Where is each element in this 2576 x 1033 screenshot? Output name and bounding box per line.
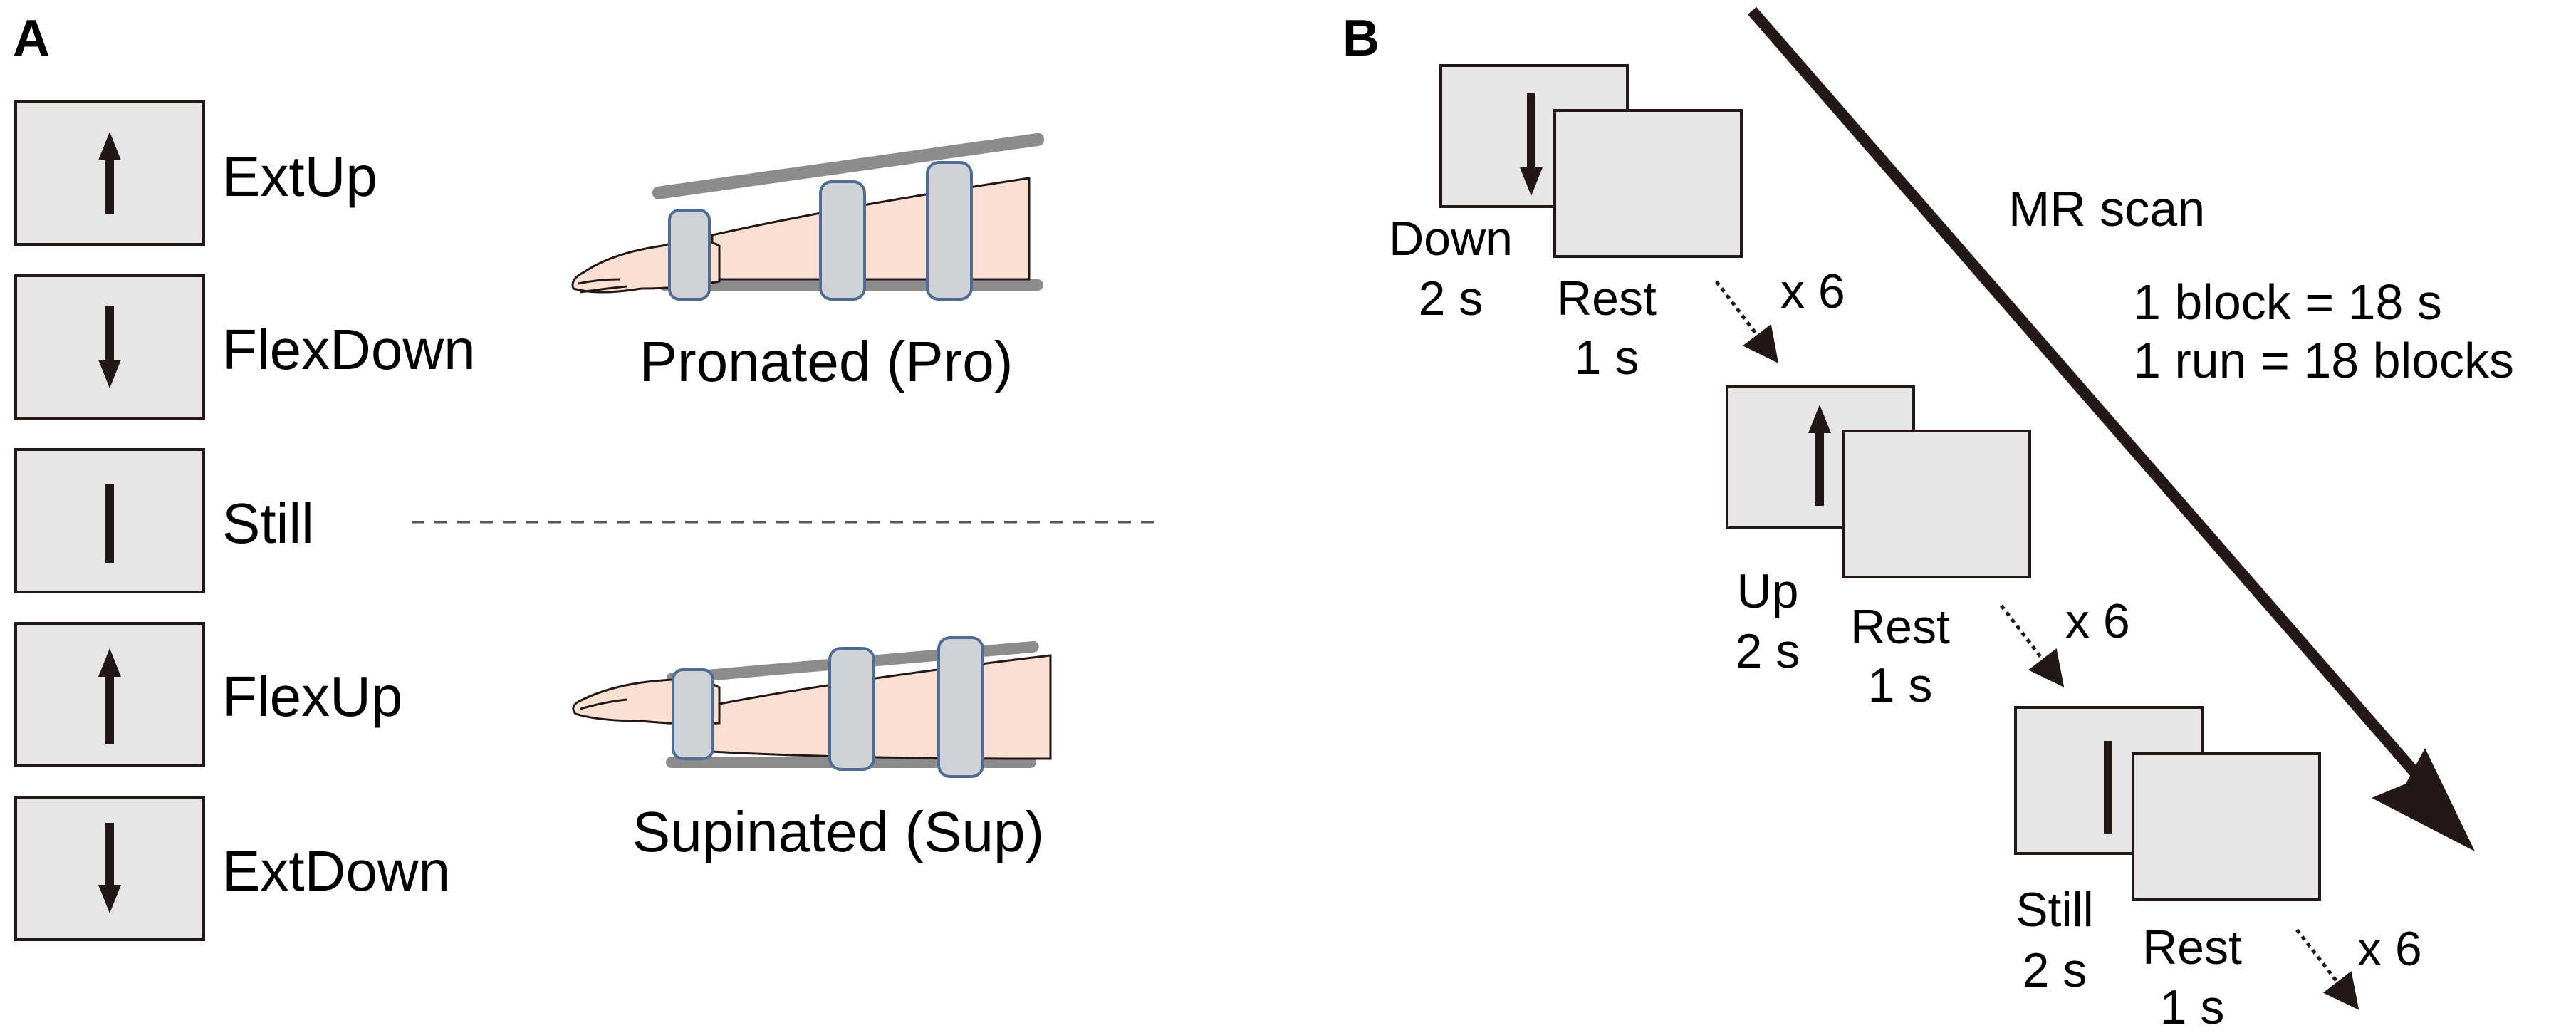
mr-scan-arrow [1747,6,2475,851]
task-duration: 2 s [1419,271,1483,326]
wrist-strap [672,668,714,760]
mr-scan-label: MR scan [2008,181,2205,237]
task-label: Still [2016,883,2094,937]
task-label: Down [1389,212,1513,266]
condition-extup: ExtUp [14,100,377,246]
rest-screen [1553,109,1743,258]
forearm-strap [828,647,875,771]
trial-step-still: Still 2 s Rest 1 s x 6 [2014,706,2422,1033]
panel-a-letter: A [13,10,50,67]
splint-rod [652,133,1045,199]
rest-duration: 1 s [1575,331,1639,385]
rest-duration: 1 s [2160,980,2225,1033]
condition-label: Still [222,492,314,555]
panel-b-letter: B [1342,10,1380,67]
trial-step-up: Up 2 s Rest 1 s x 6 [1726,385,2130,712]
rest-screen [2132,752,2321,901]
condition-box [14,448,205,593]
pronated-arm-illustration [571,133,1045,301]
condition-label: ExtUp [222,145,377,208]
task-duration: 2 s [1736,624,1800,678]
rest-label: Rest [1850,600,1950,654]
arrow-down-icon [98,306,121,388]
run-info: 1 run = 18 blocks [2133,333,2514,388]
supinated-arm-illustration [572,636,1052,778]
trial-step-down: Down 2 s Rest 1 s x 6 [1389,64,1845,385]
condition-label: FlexUp [222,665,402,728]
rest-screen [1842,430,2031,578]
repeat-arrow [1715,280,1779,363]
supinated-label: Supinated (Sup) [632,800,1044,863]
arrow-down-icon [1520,93,1543,196]
rest-duration: 1 s [1868,658,1933,712]
arrow-up-icon [98,648,121,744]
rest-label: Rest [1557,271,1657,326]
block-info: 1 block = 18 s [2133,274,2442,330]
arrow-up-icon [1808,405,1831,506]
forearm-strap [937,636,984,778]
repeat-label: x 6 [2357,922,2422,976]
forearm-strap [819,180,866,301]
condition-flexup: FlexUp [14,622,402,767]
wrist-strap [668,209,711,301]
forearm-shape [711,177,1031,281]
condition-extdown: ExtDown [14,796,450,941]
arrow-down-icon [98,823,121,913]
forearm-strap [926,161,973,301]
condition-still: Still [14,448,314,593]
repeat-arrow [2295,928,2359,1010]
repeat-label: x 6 [1780,264,1845,318]
rest-label: Rest [2142,920,2242,975]
task-duration: 2 s [2023,943,2087,997]
condition-label: FlexDown [222,318,476,381]
task-label: Up [1737,564,1799,618]
repeat-label: x 6 [2065,594,2130,648]
arrow-up-icon [98,132,121,214]
condition-flexdown: FlexDown [14,274,476,420]
condition-label: ExtDown [222,839,450,903]
pronated-label: Pronated (Pro) [640,330,1013,393]
repeat-arrow [2000,604,2065,687]
